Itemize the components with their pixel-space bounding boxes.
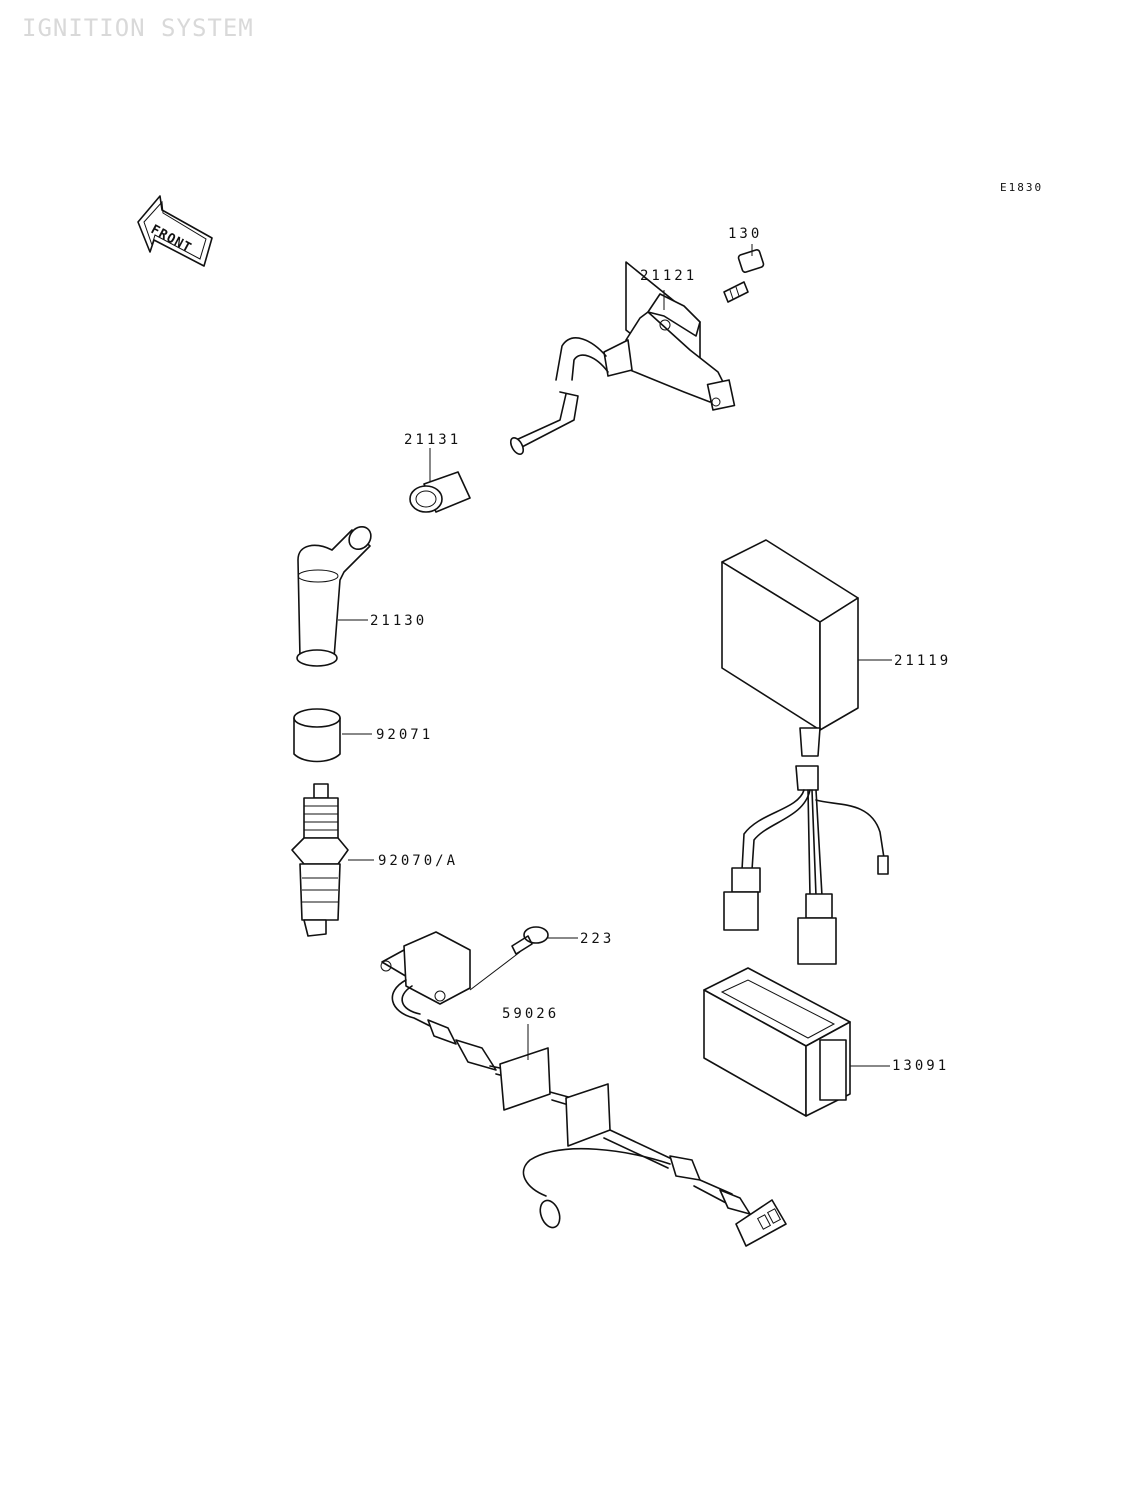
- front-arrow-icon: FRONT: [137, 195, 213, 267]
- part-label-21121: 21121: [640, 268, 698, 284]
- part-label-130: 130: [728, 226, 763, 242]
- part-label-21119: 21119: [894, 653, 952, 669]
- page-title: IGNITION SYSTEM: [22, 14, 254, 42]
- part-label-13091: 13091: [892, 1058, 950, 1074]
- part-label-21130: 21130: [370, 613, 428, 629]
- part-130-bolt: [723, 244, 765, 303]
- part-223-screw: [511, 926, 578, 955]
- part-pickup-coil-harness: [380, 931, 787, 1247]
- part-label-59026: 59026: [502, 1006, 560, 1022]
- part-21131-cap: [409, 448, 471, 513]
- part-92071-cap: [293, 708, 372, 763]
- diagram-code: E1830: [1000, 181, 1044, 194]
- part-label-21131: 21131: [404, 432, 462, 448]
- part-21121-ignition-coil: [509, 261, 736, 455]
- part-label-92071: 92071: [376, 727, 434, 743]
- part-92070a-spark-plug: [291, 783, 374, 937]
- part-label-223: 223: [580, 931, 615, 947]
- part-21119-cdi-unit: [721, 539, 892, 965]
- part-label-92070a: 92070/A: [378, 853, 459, 869]
- part-21130-plug-cap: [296, 525, 372, 667]
- part-13091-cover: [703, 967, 890, 1117]
